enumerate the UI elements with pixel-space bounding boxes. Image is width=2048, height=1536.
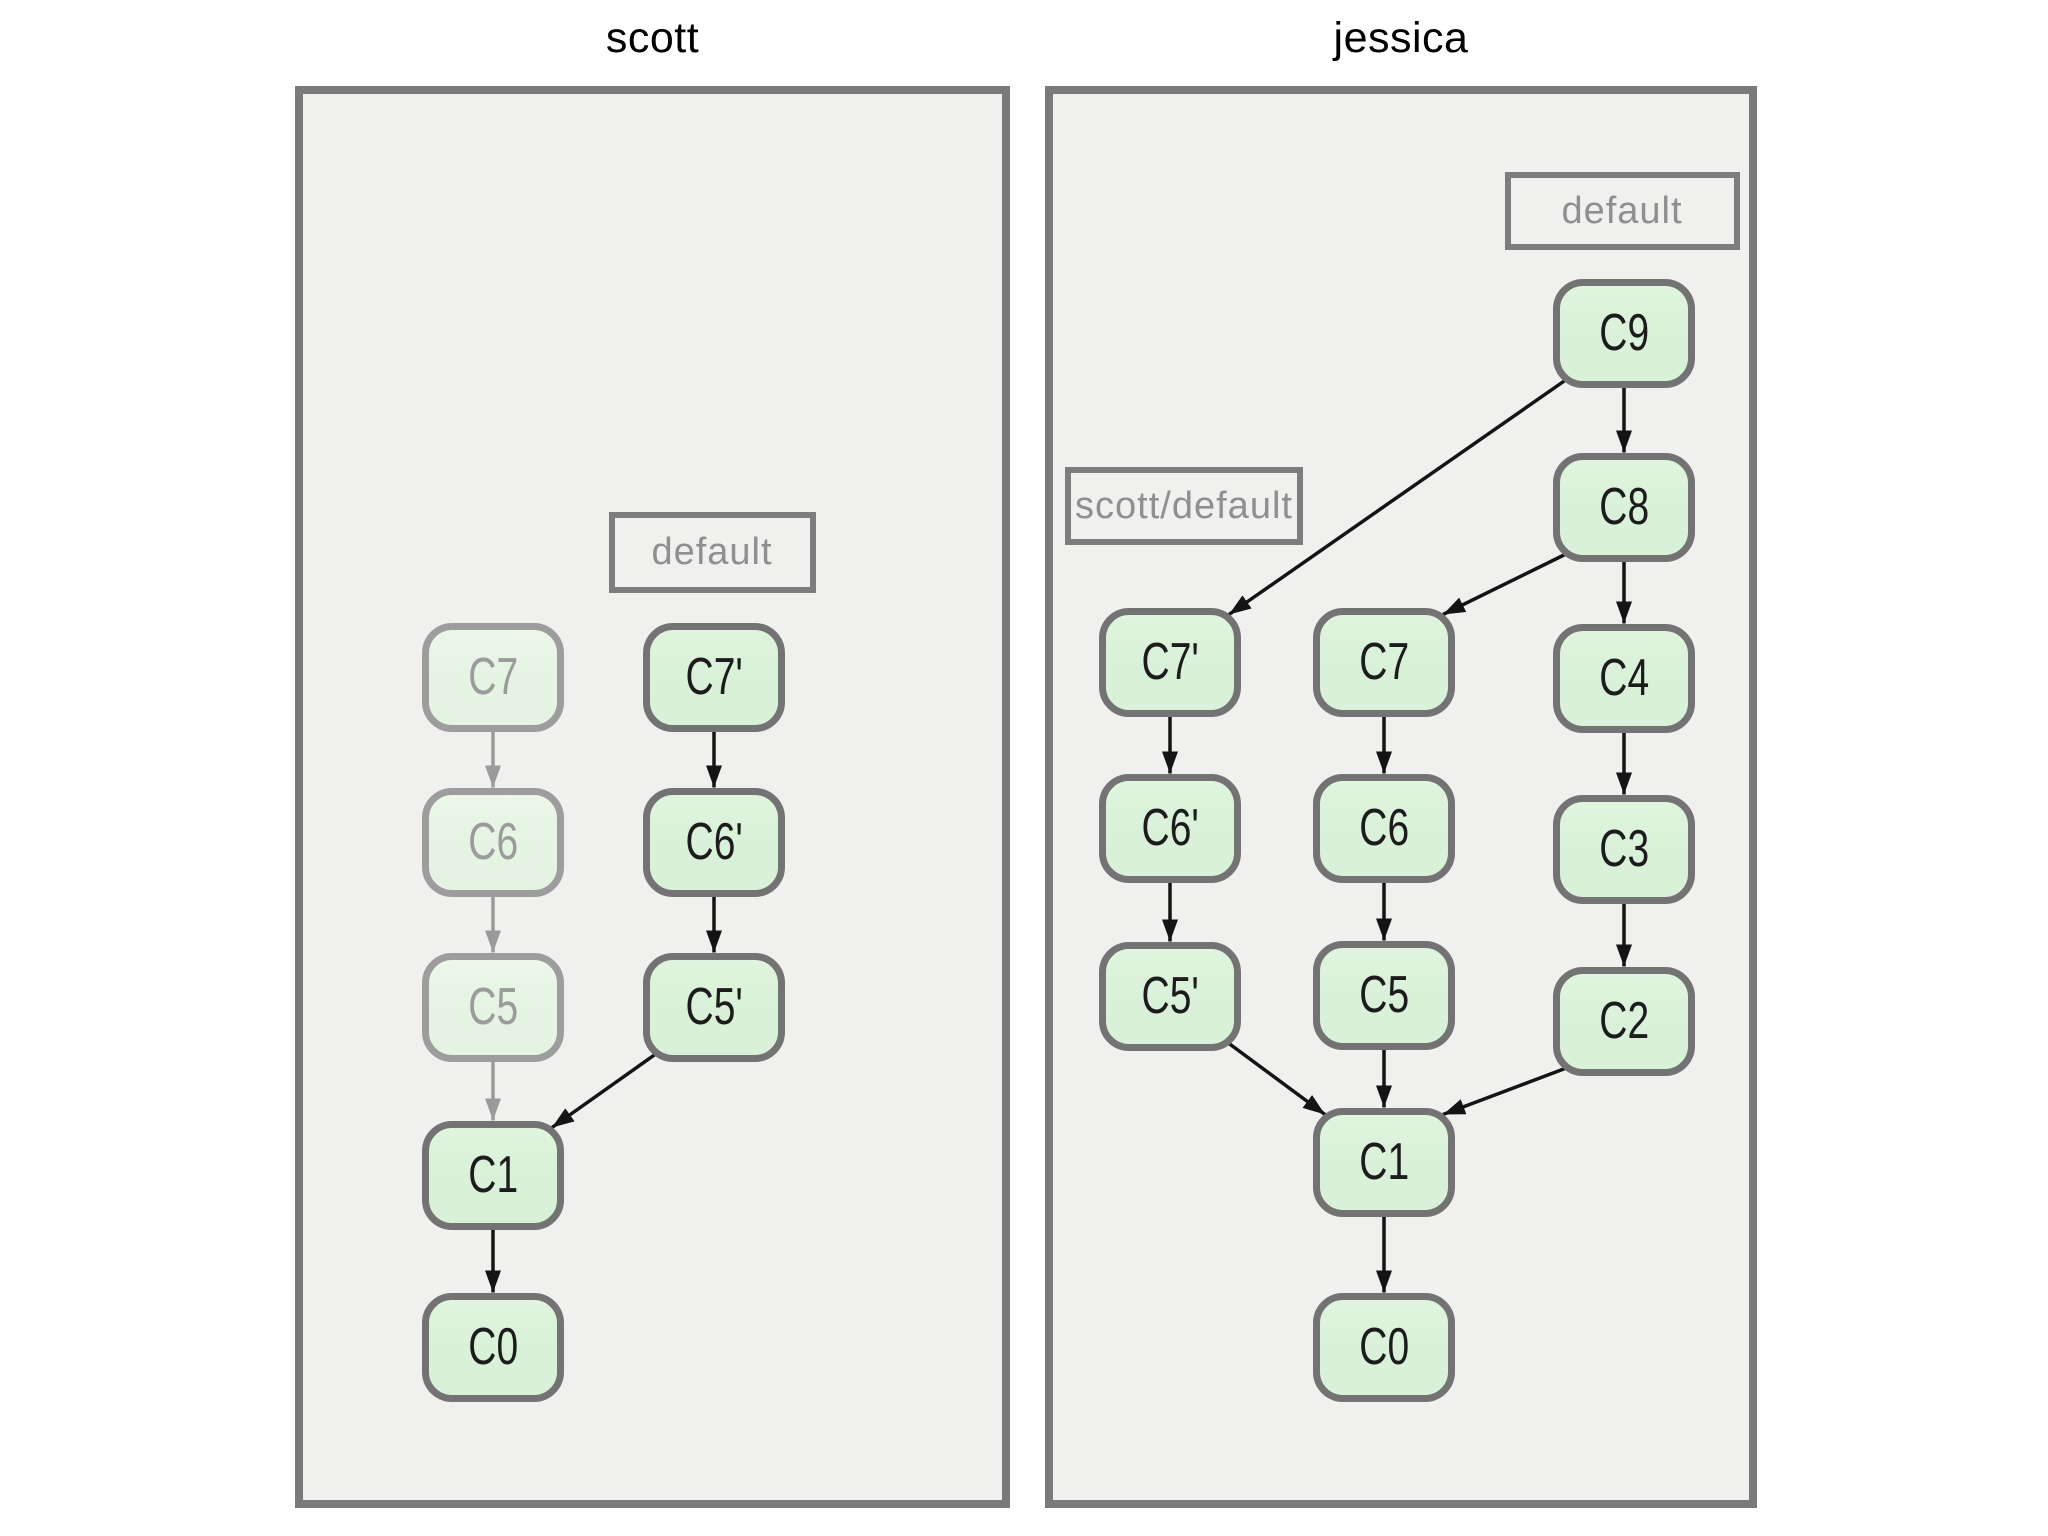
commit-label: C0 xyxy=(1359,1318,1409,1376)
commit-node-jessica-C7: C7 xyxy=(1313,607,1455,717)
branch-label-default: default xyxy=(608,511,816,593)
commit-label: C1 xyxy=(1359,1133,1409,1191)
commit-node-scott-C0: C0 xyxy=(422,1292,564,1402)
commit-node-scott-C7: C7 xyxy=(422,622,564,732)
commit-label: C7 xyxy=(1359,633,1409,691)
commit-node-jessica-C6: C6 xyxy=(1313,773,1455,883)
panel-title-jessica: jessica xyxy=(1333,14,1469,62)
commit-node-jessica-C8: C8 xyxy=(1553,452,1695,562)
branch-label-default: default xyxy=(1504,172,1740,250)
commit-node-jessica-C4: C4 xyxy=(1553,623,1695,733)
commit-node-jessica-C2: C2 xyxy=(1553,966,1695,1076)
commit-label: C3 xyxy=(1599,820,1649,878)
commit-label: C5 xyxy=(468,978,518,1036)
branch-label-scott-default: scott/default xyxy=(1065,467,1303,545)
commit-node-scott-C5p: C5' xyxy=(643,952,785,1062)
commit-label: C6 xyxy=(468,813,518,871)
commit-node-jessica-C0: C0 xyxy=(1313,1292,1455,1402)
commit-label: C6 xyxy=(1359,799,1409,857)
commit-node-scott-C6p: C6' xyxy=(643,787,785,897)
commit-label: C7' xyxy=(685,648,743,706)
commit-label: C6' xyxy=(685,813,743,871)
commit-label: C4 xyxy=(1599,649,1649,707)
commit-node-scott-C7p: C7' xyxy=(643,622,785,732)
commit-node-scott-C5: C5 xyxy=(422,952,564,1062)
commit-label: C6' xyxy=(1141,799,1199,857)
commit-label: C9 xyxy=(1599,304,1649,362)
commit-node-scott-C6: C6 xyxy=(422,787,564,897)
commit-label: C5 xyxy=(1359,966,1409,1024)
commit-node-jessica-C3: C3 xyxy=(1553,794,1695,904)
commit-node-jessica-C6p: C6' xyxy=(1099,773,1241,883)
commit-label: C1 xyxy=(468,1146,518,1204)
commit-label: C7' xyxy=(1141,633,1199,691)
commit-node-jessica-C5: C5 xyxy=(1313,940,1455,1050)
commit-label: C8 xyxy=(1599,478,1649,536)
commit-label: C5' xyxy=(1141,967,1199,1025)
commit-node-jessica-C9: C9 xyxy=(1553,278,1695,388)
commit-node-jessica-C1: C1 xyxy=(1313,1107,1455,1217)
commit-label: C5' xyxy=(685,978,743,1036)
commit-node-scott-C1: C1 xyxy=(422,1120,564,1230)
commit-node-jessica-C7p: C7' xyxy=(1099,607,1241,717)
commit-node-jessica-C5p: C5' xyxy=(1099,941,1241,1051)
commit-label: C0 xyxy=(468,1318,518,1376)
panel-title-scott: scott xyxy=(605,14,700,62)
commit-label: C2 xyxy=(1599,992,1649,1050)
commit-label: C7 xyxy=(468,648,518,706)
